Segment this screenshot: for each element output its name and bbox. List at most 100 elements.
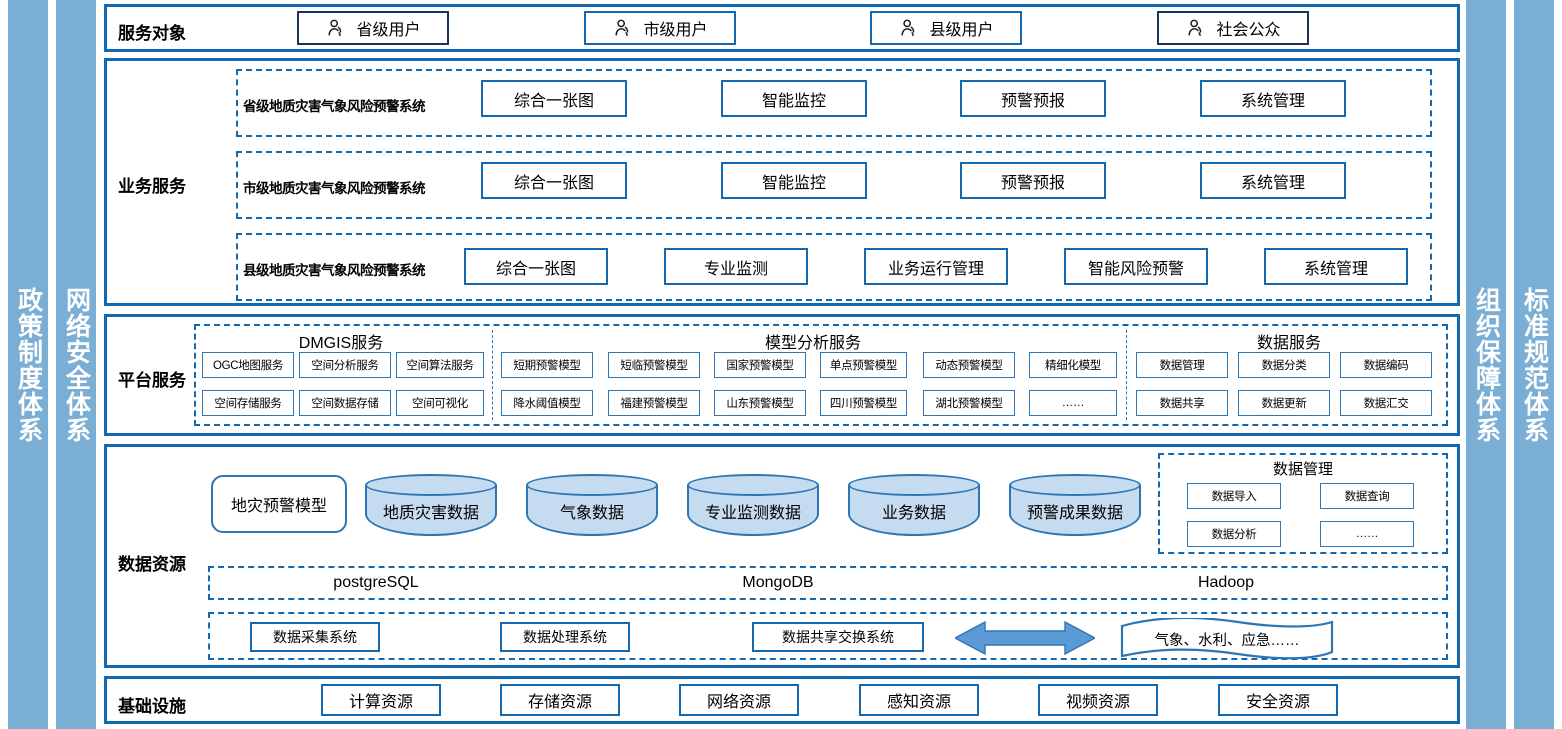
module-provincial-2[interactable]: 智能监控 [721, 80, 867, 117]
module-county-4[interactable]: 智能风险预警 [1064, 248, 1208, 285]
user-box-public[interactable]: 社会公众 [1157, 11, 1309, 45]
model-item-7[interactable]: 降水阈值模型 [501, 390, 593, 416]
external-sources-label: 气象、水利、应急…… [1154, 632, 1300, 649]
business-group-municipal-system: 市级地质灾害气象风险预警系统 [243, 181, 426, 196]
infrastructure-row-label: 基础设施 [118, 697, 186, 716]
model-item-8[interactable]: 福建预警模型 [608, 390, 700, 416]
sidebar-network-security-system: 网络安全体系 [56, 0, 96, 729]
data-management-item-3[interactable]: 数据分析 [1187, 521, 1281, 547]
dataservice-item-6[interactable]: 数据汇交 [1340, 390, 1432, 416]
user-box-provincial[interactable]: 省级用户 [297, 11, 449, 45]
module-county-2[interactable]: 专业监测 [664, 248, 808, 285]
cylinder-meteorology-data[interactable]: 气象数据 [526, 474, 658, 536]
dmgis-item-1[interactable]: OGC地图服务 [202, 352, 294, 378]
model-item-6[interactable]: 精细化模型 [1029, 352, 1117, 378]
platform-divider-1 [492, 330, 493, 420]
sidebar-org-label: 组织保障体系 [1472, 286, 1501, 443]
data-resources-row-label: 数据资源 [118, 555, 186, 574]
cylinder-business-data[interactable]: 业务数据 [848, 474, 980, 536]
sidebar-policy-system: 政策制度体系 [8, 0, 48, 729]
module-provincial-3[interactable]: 预警预报 [960, 80, 1106, 117]
cylinder-label: 业务数据 [881, 505, 946, 522]
infra-item-video[interactable]: 视频资源 [1038, 684, 1158, 716]
cylinder-geohazard-data[interactable]: 地质灾害数据 [365, 474, 497, 536]
dataservice-item-4[interactable]: 数据共享 [1136, 390, 1228, 416]
cylinder-monitoring-data[interactable]: 专业监测数据 [687, 474, 819, 536]
module-county-3[interactable]: 业务运行管理 [864, 248, 1008, 285]
user-box-county[interactable]: 县级用户 [870, 11, 1022, 45]
model-box-dizai[interactable]: 地灾预警模型 [211, 475, 347, 533]
model-item-9[interactable]: 山东预警模型 [714, 390, 806, 416]
cylinder-label: 气象数据 [559, 505, 624, 522]
dmgis-item-3[interactable]: 空间算法服务 [396, 352, 484, 378]
dmgis-item-6[interactable]: 空间可视化 [396, 390, 484, 416]
model-item-10[interactable]: 四川预警模型 [820, 390, 907, 416]
model-item-11[interactable]: 湖北预警模型 [923, 390, 1015, 416]
infra-item-compute[interactable]: 计算资源 [321, 684, 441, 716]
data-management-item-1[interactable]: 数据导入 [1187, 483, 1281, 509]
dataservice-item-1[interactable]: 数据管理 [1136, 352, 1228, 378]
platform-group-model-title: 模型分析服务 [764, 335, 861, 352]
model-item-3[interactable]: 国家预警模型 [714, 352, 806, 378]
database-hadoop[interactable]: Hadoop [1197, 574, 1255, 591]
module-municipal-3[interactable]: 预警预报 [960, 162, 1106, 199]
model-item-5[interactable]: 动态预警模型 [923, 352, 1015, 378]
module-provincial-1[interactable]: 综合一张图 [481, 80, 627, 117]
dmgis-item-2[interactable]: 空间分析服务 [299, 352, 391, 378]
sidebar-organization-system: 组织保障体系 [1466, 0, 1506, 729]
system-data-exchange[interactable]: 数据共享交换系统 [752, 622, 924, 652]
dataservice-item-3[interactable]: 数据编码 [1340, 352, 1432, 378]
system-data-processing[interactable]: 数据处理系统 [500, 622, 630, 652]
user-box-public-label: 社会公众 [1216, 22, 1281, 39]
user-icon [328, 19, 342, 37]
system-data-collection[interactable]: 数据采集系统 [250, 622, 380, 652]
dataservice-item-2[interactable]: 数据分类 [1238, 352, 1330, 378]
business-group-county [236, 233, 1432, 301]
databases-row [208, 566, 1448, 600]
user-box-provincial-label: 省级用户 [356, 22, 421, 39]
module-county-1[interactable]: 综合一张图 [464, 248, 608, 285]
infra-item-security[interactable]: 安全资源 [1218, 684, 1338, 716]
model-item-2[interactable]: 短临预警模型 [608, 352, 700, 378]
module-municipal-2[interactable]: 智能监控 [721, 162, 867, 199]
platform-divider-2 [1126, 330, 1127, 420]
module-county-5[interactable]: 系统管理 [1264, 248, 1408, 285]
user-icon [615, 19, 629, 37]
double-arrow-icon [953, 618, 1097, 658]
dmgis-item-4[interactable]: 空间存储服务 [202, 390, 294, 416]
infra-item-storage[interactable]: 存储资源 [500, 684, 620, 716]
data-management-title: 数据管理 [1272, 461, 1333, 478]
external-sources-shape[interactable]: 气象、水利、应急…… [1118, 616, 1336, 660]
module-municipal-1[interactable]: 综合一张图 [481, 162, 627, 199]
module-provincial-4[interactable]: 系统管理 [1200, 80, 1346, 117]
model-item-4[interactable]: 单点预警模型 [820, 352, 907, 378]
cylinder-label: 专业监测数据 [704, 505, 801, 522]
business-group-provincial-system: 省级地质灾害气象风险预警系统 [243, 99, 426, 114]
infra-item-network[interactable]: 网络资源 [679, 684, 799, 716]
cylinder-warning-result-data[interactable]: 预警成果数据 [1009, 474, 1141, 536]
database-postgresql[interactable]: postgreSQL [333, 574, 419, 591]
cylinder-top [848, 474, 980, 496]
cylinder-top [687, 474, 819, 496]
platform-group-data-title: 数据服务 [1256, 335, 1321, 352]
sidebar-netsec-label: 网络安全体系 [62, 286, 91, 443]
user-box-municipal[interactable]: 市级用户 [584, 11, 736, 45]
service-objects-row-label: 服务对象 [118, 24, 186, 43]
user-icon [901, 19, 915, 37]
platform-group-dmgis-title: DMGIS服务 [298, 335, 384, 352]
model-item-1[interactable]: 短期预警模型 [501, 352, 593, 378]
dmgis-item-5[interactable]: 空间数据存储 [299, 390, 391, 416]
cylinder-top [1009, 474, 1141, 496]
cylinder-top [526, 474, 658, 496]
data-management-item-2[interactable]: 数据查询 [1320, 483, 1414, 509]
infra-item-sensing[interactable]: 感知资源 [859, 684, 979, 716]
database-mongodb[interactable]: MongoDB [742, 574, 814, 591]
sidebar-standard-label: 标准规范体系 [1520, 286, 1549, 443]
business-group-county-system: 县级地质灾害气象风险预警系统 [243, 263, 426, 278]
dataservice-item-5[interactable]: 数据更新 [1238, 390, 1330, 416]
user-box-municipal-label: 市级用户 [643, 22, 708, 39]
data-management-item-4[interactable]: …… [1320, 521, 1414, 547]
model-item-12[interactable]: …… [1029, 390, 1117, 416]
module-municipal-4[interactable]: 系统管理 [1200, 162, 1346, 199]
